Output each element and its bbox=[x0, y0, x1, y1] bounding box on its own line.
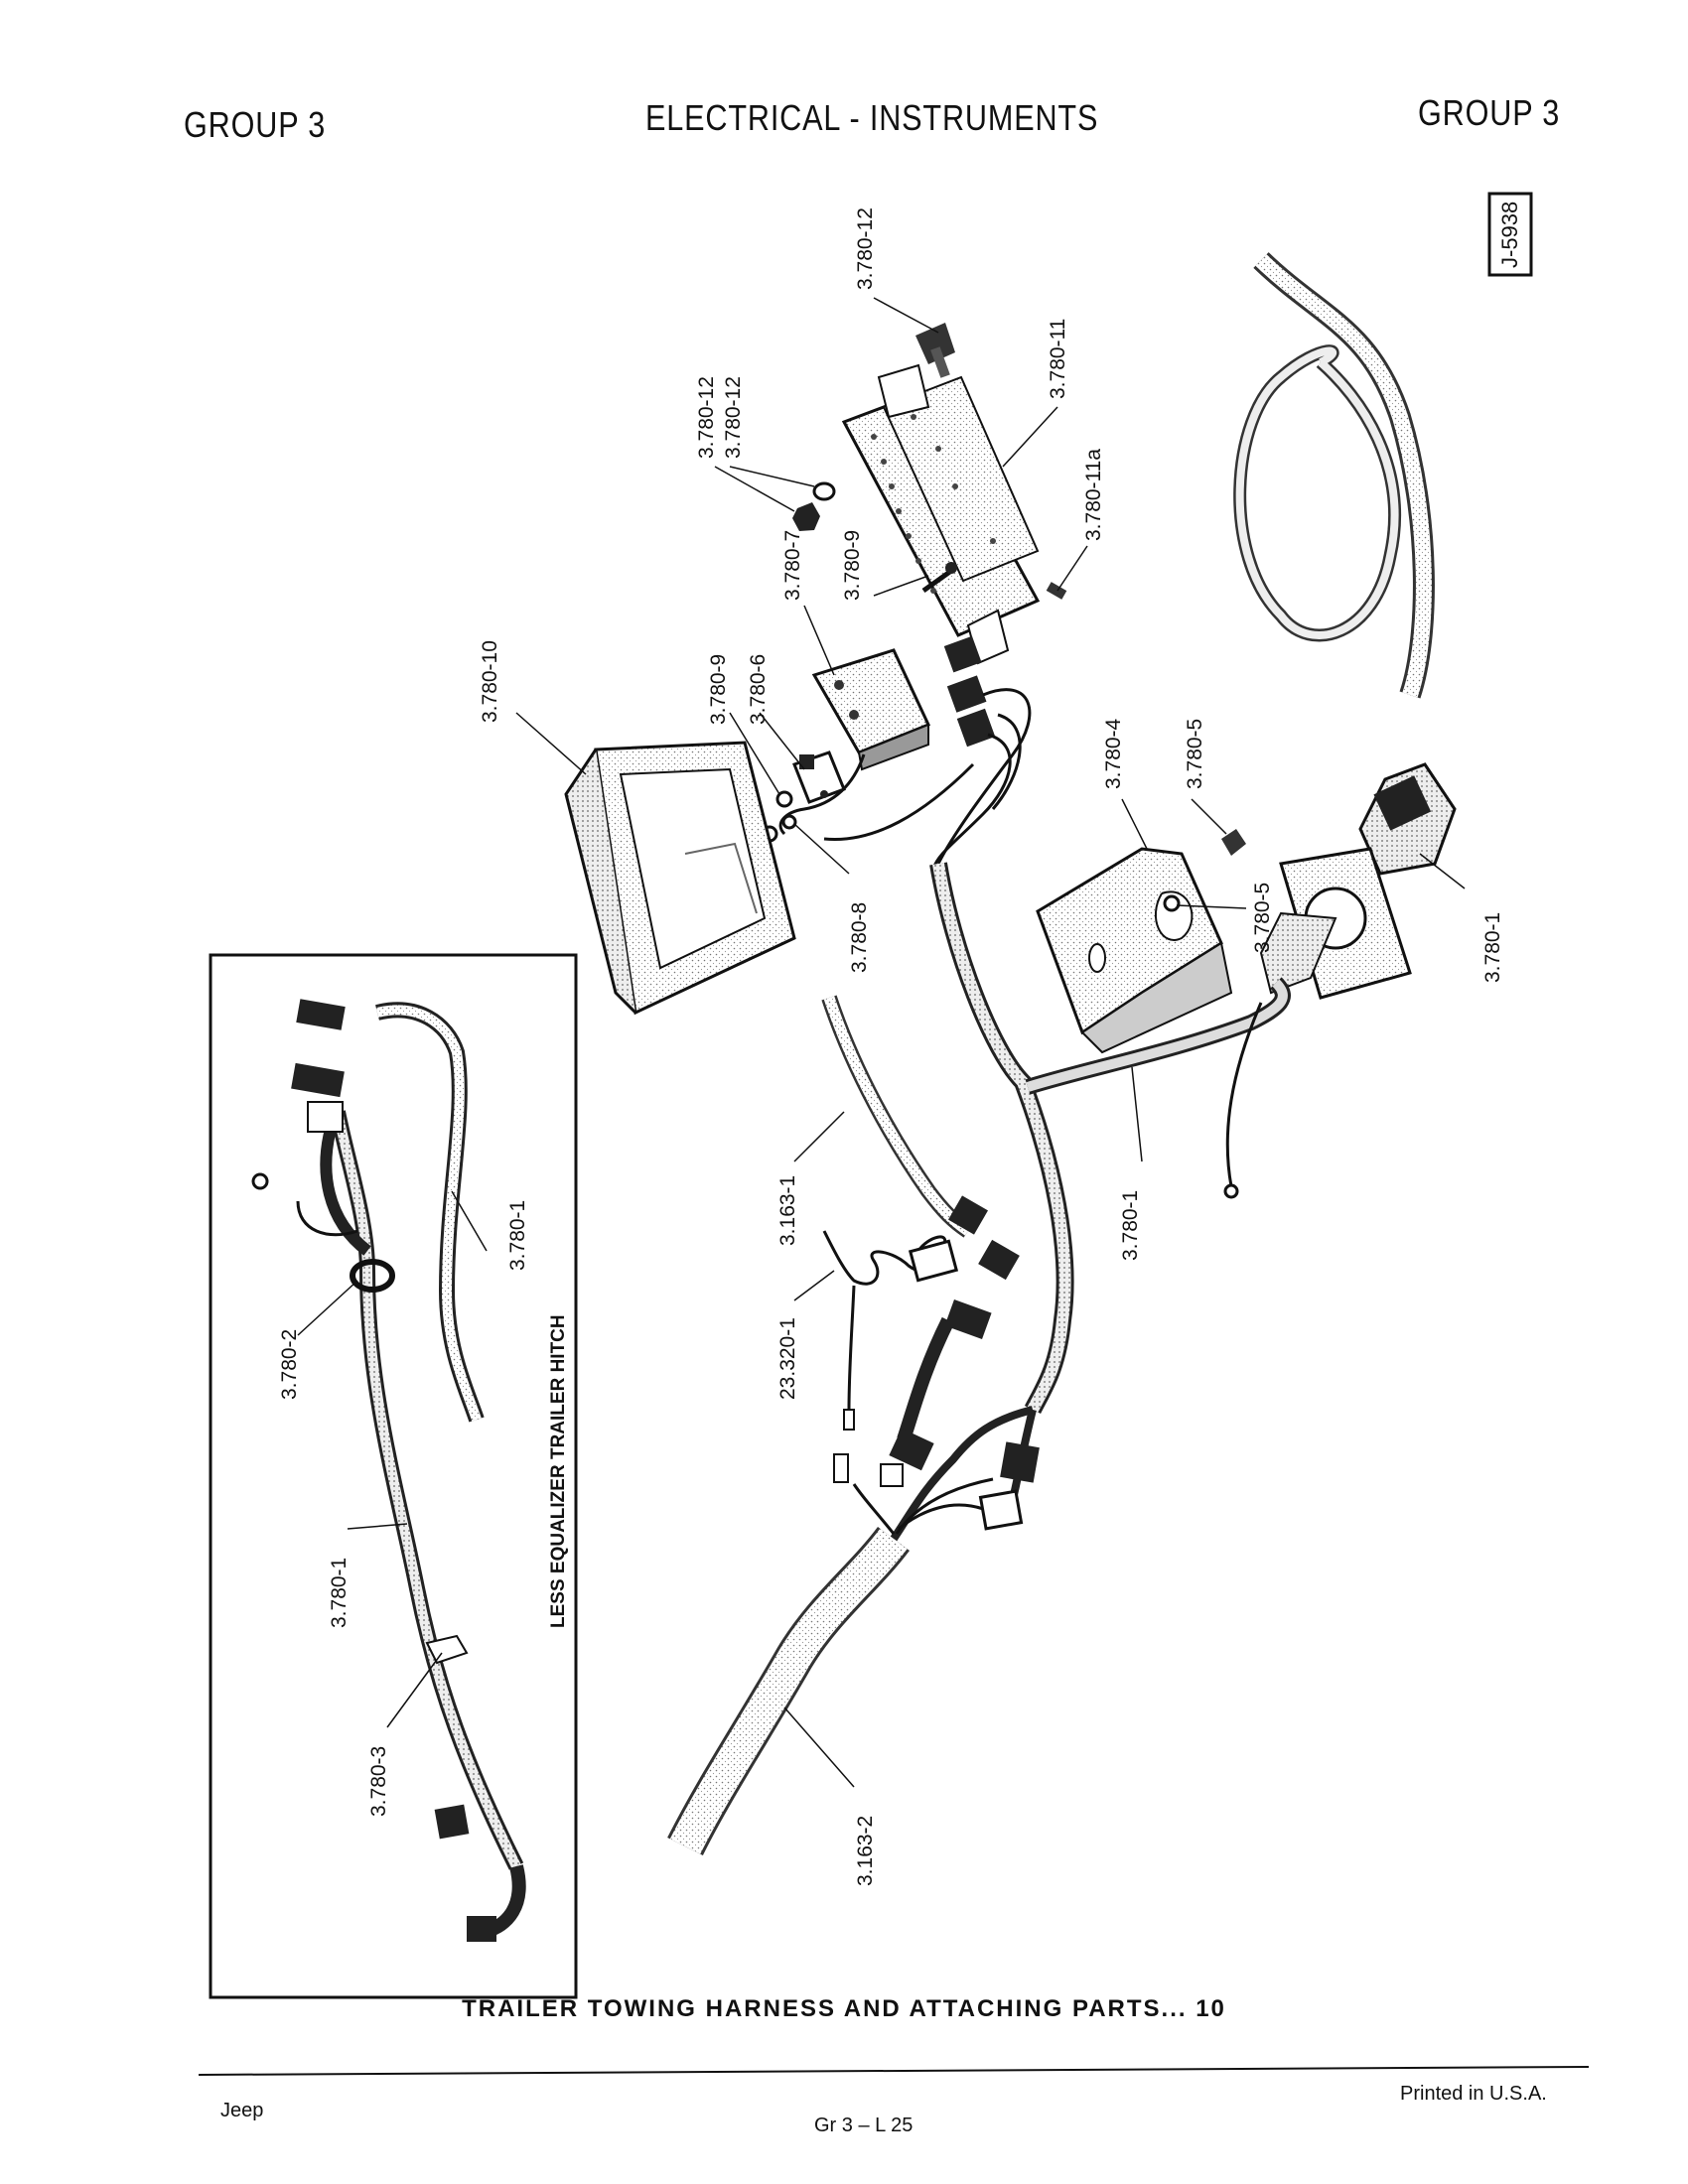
footer-brand: Jeep bbox=[220, 2100, 264, 2121]
cable-3-163-1 bbox=[821, 995, 1020, 1281]
screw bbox=[1046, 582, 1067, 600]
harness-cable-coil bbox=[1233, 252, 1435, 699]
inset-panel: LESS EQUALIZER TRAILER HITCH bbox=[209, 953, 578, 1999]
callout-label: 3.780-1 bbox=[1481, 912, 1504, 983]
group-label-left: GROUP 3 bbox=[184, 104, 327, 145]
callout-label: 3.780-12 bbox=[854, 207, 877, 290]
leader-lines bbox=[297, 297, 1466, 1788]
cable-3-163-2 bbox=[667, 1477, 994, 1855]
callout-label: 3.780-8 bbox=[848, 902, 871, 973]
terminal-socket bbox=[792, 751, 846, 804]
footer-rule bbox=[198, 2066, 1590, 2076]
group-label-right: GROUP 3 bbox=[1418, 92, 1561, 133]
mounting-plate bbox=[841, 363, 1041, 665]
nut-and-washer bbox=[792, 481, 836, 531]
bolt bbox=[915, 323, 955, 378]
callout-label: 3.780-7 bbox=[781, 530, 804, 601]
callout-label: 3.780-12 bbox=[722, 376, 745, 459]
relay-unit bbox=[811, 648, 931, 771]
callout-labels: 3.780-12 3.780-12 3.780-12 3.780-11 3.78… bbox=[479, 207, 1504, 1886]
harness-wires bbox=[778, 688, 1032, 870]
callout-label: 3.780-11a bbox=[1082, 449, 1105, 541]
coiled-lead bbox=[822, 1230, 959, 1431]
trailer-plug-connector bbox=[1358, 762, 1457, 876]
callout-label: 3.780-12 bbox=[695, 376, 718, 459]
callout-label: 3.780-11 bbox=[1047, 319, 1069, 399]
callout-label: 3.163-2 bbox=[854, 1816, 877, 1886]
callout-label: 23.320-1 bbox=[776, 1317, 799, 1400]
footer-page-number: Gr 3 – L 25 bbox=[814, 2115, 914, 2136]
callout-label: 3.780-5 bbox=[1184, 719, 1206, 789]
callout-label: 3.780-9 bbox=[841, 530, 864, 601]
callout-label: 3.780-2 bbox=[278, 1329, 301, 1400]
mounting-bracket bbox=[1036, 847, 1233, 1054]
trailer-socket-plate bbox=[1163, 847, 1412, 1000]
terminal-connectors bbox=[943, 635, 996, 748]
page-title: ELECTRICAL - INSTRUMENTS bbox=[645, 97, 1099, 138]
callout-label: 3.780-1 bbox=[1119, 1190, 1142, 1261]
figure-caption: TRAILER TOWING HARNESS AND ATTACHING PAR… bbox=[462, 1995, 1226, 2022]
figure-number: J-5938 bbox=[1497, 202, 1522, 268]
callout-label: 3.780-4 bbox=[1102, 718, 1125, 789]
bolt bbox=[1221, 829, 1246, 856]
callout-label: 3.780-1 bbox=[328, 1558, 351, 1628]
callout-label: 3.163-1 bbox=[776, 1175, 799, 1246]
inset-callout-labels: 3.780-1 3.780-2 3.780-1 3.780-3 bbox=[278, 1200, 529, 1817]
inset-title: LESS EQUALIZER TRAILER HITCH bbox=[548, 1314, 569, 1628]
callout-label: 3.780-10 bbox=[479, 640, 501, 723]
footer-printed: Printed in U.S.A. bbox=[1400, 2083, 1547, 2105]
main-harness bbox=[890, 862, 1291, 1542]
callout-label: 3.780-9 bbox=[707, 654, 730, 725]
callout-label: 3.780-3 bbox=[367, 1746, 390, 1817]
screw bbox=[921, 562, 957, 594]
callout-label: 3.780-5 bbox=[1251, 883, 1274, 953]
lower-connectors bbox=[833, 1299, 1040, 1531]
junction-box bbox=[564, 741, 796, 1016]
callout-label: 3.780-1 bbox=[506, 1200, 529, 1271]
figure-number-box: J-5938 bbox=[1487, 192, 1533, 277]
callout-label: 3.780-6 bbox=[747, 654, 770, 725]
